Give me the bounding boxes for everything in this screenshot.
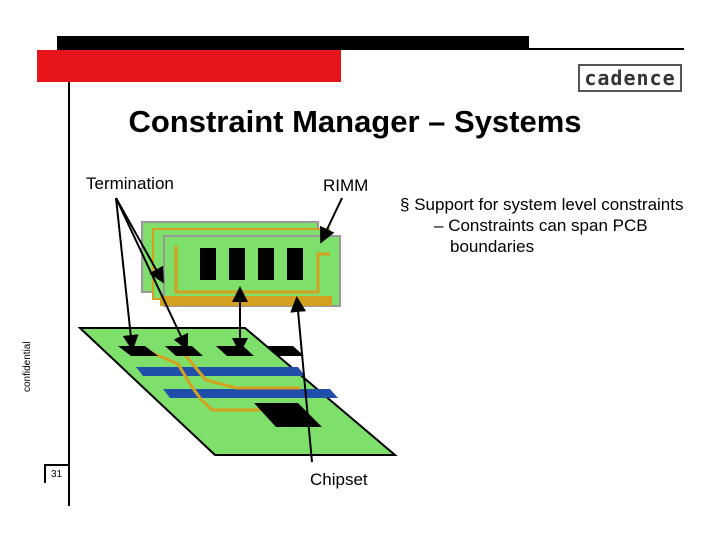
bullet-marker: – (434, 216, 444, 235)
rimm-trace (174, 246, 330, 294)
header-black-bar (57, 36, 529, 49)
rimm-arrow (319, 197, 343, 244)
chipset-chip (254, 403, 322, 427)
chip (266, 346, 304, 356)
rimm-connector (160, 296, 332, 306)
chipset-arrow (290, 296, 313, 463)
pcb-trace-blue (136, 367, 305, 376)
confidential-label: confidential (22, 341, 33, 392)
left-rule (68, 82, 70, 506)
rimm-chip (229, 248, 245, 280)
bullet-marker: § (400, 195, 410, 214)
termination-arrow (115, 197, 139, 351)
bullet-list: § Support for system level constraints –… (400, 194, 700, 257)
header-red-bar (37, 50, 341, 82)
cadence-logo: cadence (578, 64, 682, 92)
rimm-chip (287, 248, 303, 280)
termination-arrow (115, 197, 164, 284)
rimm-chip (200, 248, 216, 280)
chipset-label: Chipset (310, 470, 368, 489)
pcb-trace-gold (183, 354, 300, 390)
slide-title: Constraint Manager – Systems (128, 104, 582, 139)
bullet-text: Support for system level constraints (414, 195, 684, 214)
bullet-level-1: § Support for system level constraints (400, 194, 700, 215)
bullet-text: Constraints can span PCB boundaries (448, 216, 648, 256)
page-number: 31 (44, 464, 70, 483)
pcb-trace-gold (149, 350, 262, 412)
termination-label: Termination (86, 174, 174, 193)
header-rule (57, 48, 684, 50)
rimm-chip (258, 248, 274, 280)
rimm-module-front (163, 235, 341, 307)
rimm-label: RIMM (323, 176, 369, 195)
bullet-level-2: – Constraints can span PCB boundaries (400, 215, 700, 257)
pcb-trace-blue (163, 389, 338, 398)
